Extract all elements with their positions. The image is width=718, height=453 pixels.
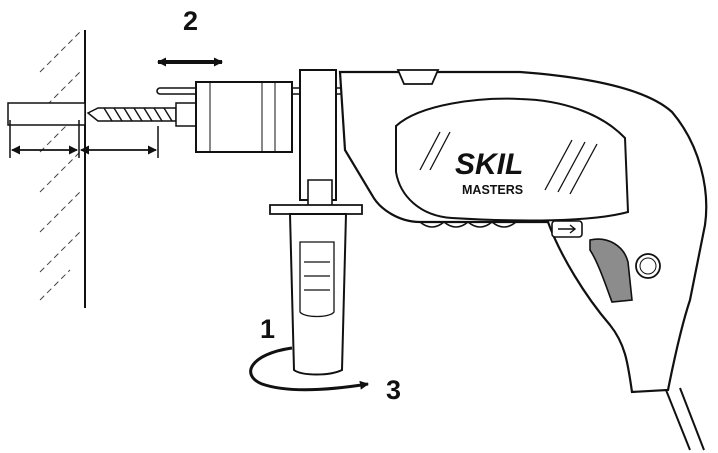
chuck	[195, 81, 293, 153]
power-cord	[665, 387, 705, 451]
motor-housing-panel	[395, 97, 630, 222]
trigger	[589, 238, 633, 303]
callout-3: 3	[386, 375, 401, 405]
drilled-hole	[7, 102, 86, 126]
callout-2: 2	[183, 6, 198, 36]
rotate-arrow-icon	[249, 346, 369, 392]
drill-body	[338, 69, 708, 451]
drill-bit-icon	[86, 102, 197, 127]
callout-1: 1	[260, 314, 275, 344]
side-handle	[269, 69, 363, 376]
wall	[7, 29, 86, 308]
depth-measurement	[9, 120, 159, 158]
vents	[419, 131, 598, 195]
brand-model: MASTERS	[462, 183, 523, 197]
brand-logo: SKIL	[455, 148, 523, 181]
wall-hatching-icon	[39, 29, 83, 301]
